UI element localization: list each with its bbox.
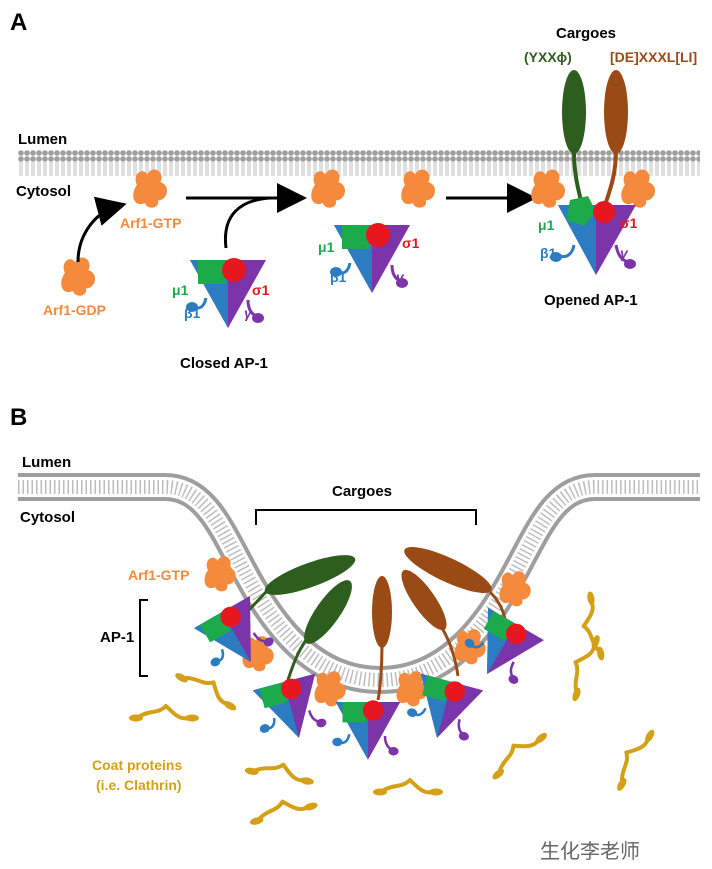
activation-arrow bbox=[76, 196, 127, 263]
beta1-label-open: β1 bbox=[540, 245, 557, 261]
panel-a-letter: A bbox=[10, 9, 27, 36]
mu1-label-mid: μ1 bbox=[318, 239, 335, 255]
yxx-motif-label: (YXXϕ) bbox=[524, 49, 572, 65]
dexxxl-cargo-b2-tail bbox=[440, 627, 460, 677]
dexxxl-cargo-b3 bbox=[404, 546, 492, 594]
yxx-cargo-b2 bbox=[304, 580, 352, 644]
clathrin-4 bbox=[244, 791, 321, 829]
opened-ap1-sigma1 bbox=[593, 201, 615, 223]
coat-proteins-sublabel: (i.e. Clathrin) bbox=[96, 777, 182, 793]
gamma-label-mid: γ bbox=[396, 269, 405, 285]
opened-ap1-mu1 bbox=[566, 196, 596, 226]
yxx-cargo-b1 bbox=[264, 555, 356, 595]
arf1-gdp-label: Arf1-GDP bbox=[43, 302, 106, 318]
lumen-label-b: Lumen bbox=[22, 454, 71, 471]
ap1-label-b: AP-1 bbox=[100, 629, 134, 646]
cargoes-label-a: Cargoes bbox=[556, 25, 616, 42]
mu1-label-open: μ1 bbox=[538, 217, 555, 233]
dexxxl-cargo bbox=[604, 70, 628, 154]
cytosol-label-b: Cytosol bbox=[20, 509, 75, 526]
opened-ap1-label: Opened AP-1 bbox=[544, 292, 638, 309]
watermark: 生化李老师 bbox=[540, 839, 640, 863]
arf1-gtp-label-a: Arf1-GTP bbox=[120, 215, 181, 231]
cytosol-label-a: Cytosol bbox=[16, 183, 71, 200]
dexxxl-motif-label: [DE]XXXL[LI] bbox=[610, 49, 697, 65]
clathrin-7 bbox=[560, 629, 604, 705]
membrane-a bbox=[18, 150, 700, 176]
clathrin-6 bbox=[483, 722, 551, 784]
clathrin-1 bbox=[127, 704, 201, 724]
dexxxl-cargo-b2 bbox=[401, 569, 447, 631]
cargoes-bracket bbox=[255, 509, 477, 525]
dexxxl-cargo-b1-tail bbox=[376, 645, 384, 701]
clathrin-2 bbox=[171, 661, 245, 715]
recruit-curve bbox=[223, 196, 271, 249]
yxx-cargo-b2-tail bbox=[286, 639, 308, 681]
ap1-bracket bbox=[139, 599, 148, 677]
beta1-label-closed: β1 bbox=[184, 305, 201, 321]
clathrin-3 bbox=[242, 756, 318, 788]
arf1-gtp-label-b: Arf1-GTP bbox=[128, 567, 189, 583]
opened-beta-ear bbox=[550, 252, 562, 262]
beta1-label-mid: β1 bbox=[330, 269, 347, 285]
sigma1-label-mid: σ1 bbox=[402, 235, 420, 251]
sigma1-label-closed: σ1 bbox=[252, 282, 270, 298]
membrane-b-tails bbox=[18, 480, 700, 688]
panel-b-letter: B bbox=[10, 404, 27, 431]
clathrin-5 bbox=[371, 778, 445, 798]
opened-beta-ear-stalk bbox=[559, 244, 576, 259]
gamma-label-closed: γ bbox=[244, 305, 253, 321]
sigma1-label-open: σ1 bbox=[620, 215, 638, 231]
ap1-b3 bbox=[331, 699, 402, 762]
yxx-cargo bbox=[562, 70, 586, 154]
closed-ap1-label: Closed AP-1 bbox=[180, 355, 268, 372]
gamma-label-open: γ bbox=[620, 245, 629, 261]
opened-gamma-ear bbox=[624, 259, 636, 269]
mu1-label-closed: μ1 bbox=[172, 282, 189, 298]
lumen-label-a: Lumen bbox=[18, 131, 67, 148]
coat-proteins-label: Coat proteins bbox=[92, 757, 182, 773]
arf1-gdp-icon bbox=[61, 257, 96, 296]
dexxxl-cargo-b1 bbox=[372, 576, 392, 648]
clathrin-8 bbox=[605, 721, 659, 795]
cargoes-label-b: Cargoes bbox=[332, 483, 392, 500]
